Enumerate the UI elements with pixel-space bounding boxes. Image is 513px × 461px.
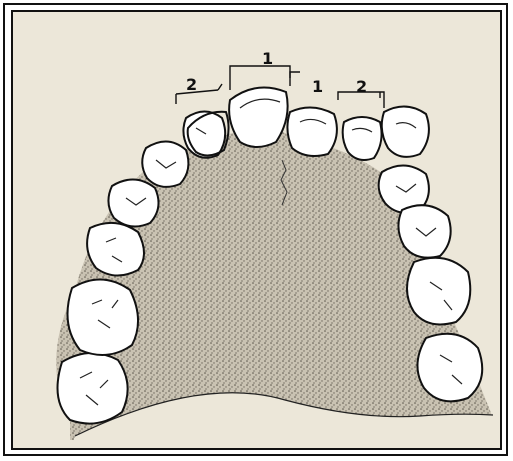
tooth-right-molar-2 — [417, 334, 482, 402]
tooth-right-lateral-incisor — [343, 117, 382, 160]
tooth-left-molar-3 — [58, 353, 128, 424]
tooth-right-molar-1 — [407, 258, 470, 325]
tooth-left-canine — [183, 112, 225, 158]
label-central-incisor-right: 1 — [312, 77, 323, 96]
tooth-central-incisor-right — [287, 107, 336, 156]
tooth-right-canine — [382, 106, 429, 156]
tooth-central-incisor-left — [229, 88, 288, 148]
label-lateral-incisor-left: 2 — [186, 75, 197, 94]
tooth-right-premolar-2 — [398, 205, 450, 257]
label-lateral-incisor-right: 2 — [356, 77, 367, 96]
tooth-left-molar-2 — [68, 279, 139, 354]
tooth-left-molar-1 — [87, 223, 144, 276]
label-central-incisor-top: 1 — [262, 49, 273, 68]
tooth-left-premolar-1 — [142, 141, 188, 186]
